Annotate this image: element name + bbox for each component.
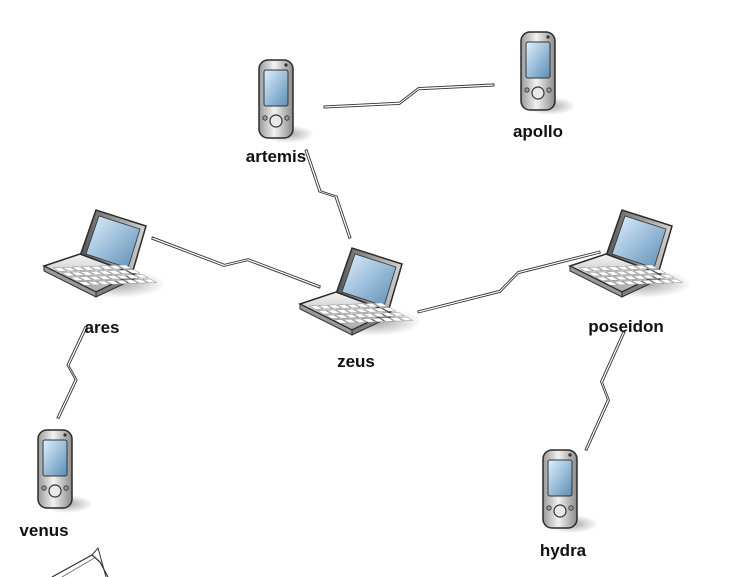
node-label-ares: ares [85,318,120,337]
node-ares[interactable]: ares [42,209,166,337]
partial-laptop-icon [51,546,109,577]
node-apollo[interactable]: apollo [513,31,576,141]
node-artemis[interactable]: artemis [246,59,314,166]
links-layer [56,83,626,451]
wireless-link-zeus-poseidon [417,250,601,314]
pda-icon [37,429,93,513]
node-hydra[interactable]: hydra [540,449,598,560]
node-label-hydra: hydra [540,541,587,560]
node-zeus[interactable]: zeus [298,247,422,371]
wireless-link-ares-venus [56,326,88,419]
laptop-icon [298,247,422,336]
wireless-link-ares-zeus [151,236,321,289]
wireless-link-artemis-apollo [323,83,495,109]
node-label-artemis: artemis [246,147,306,166]
node-label-apollo: apollo [513,122,563,141]
laptop-icon [568,209,692,298]
laptop-icon [42,209,166,298]
pda-icon [542,449,598,533]
node-poseidon[interactable]: poseidon [568,209,692,336]
nodes-layer: artemis apollo ares zeus poseidon venus hydra [19,31,692,560]
node-venus[interactable]: venus [19,429,93,540]
pda-icon [520,31,576,115]
pda-icon [258,59,314,143]
wireless-link-artemis-zeus [304,148,352,240]
node-label-poseidon: poseidon [588,317,664,336]
node-label-zeus: zeus [337,352,375,371]
node-label-venus: venus [19,521,68,540]
wireless-link-poseidon-hydra [584,331,626,451]
